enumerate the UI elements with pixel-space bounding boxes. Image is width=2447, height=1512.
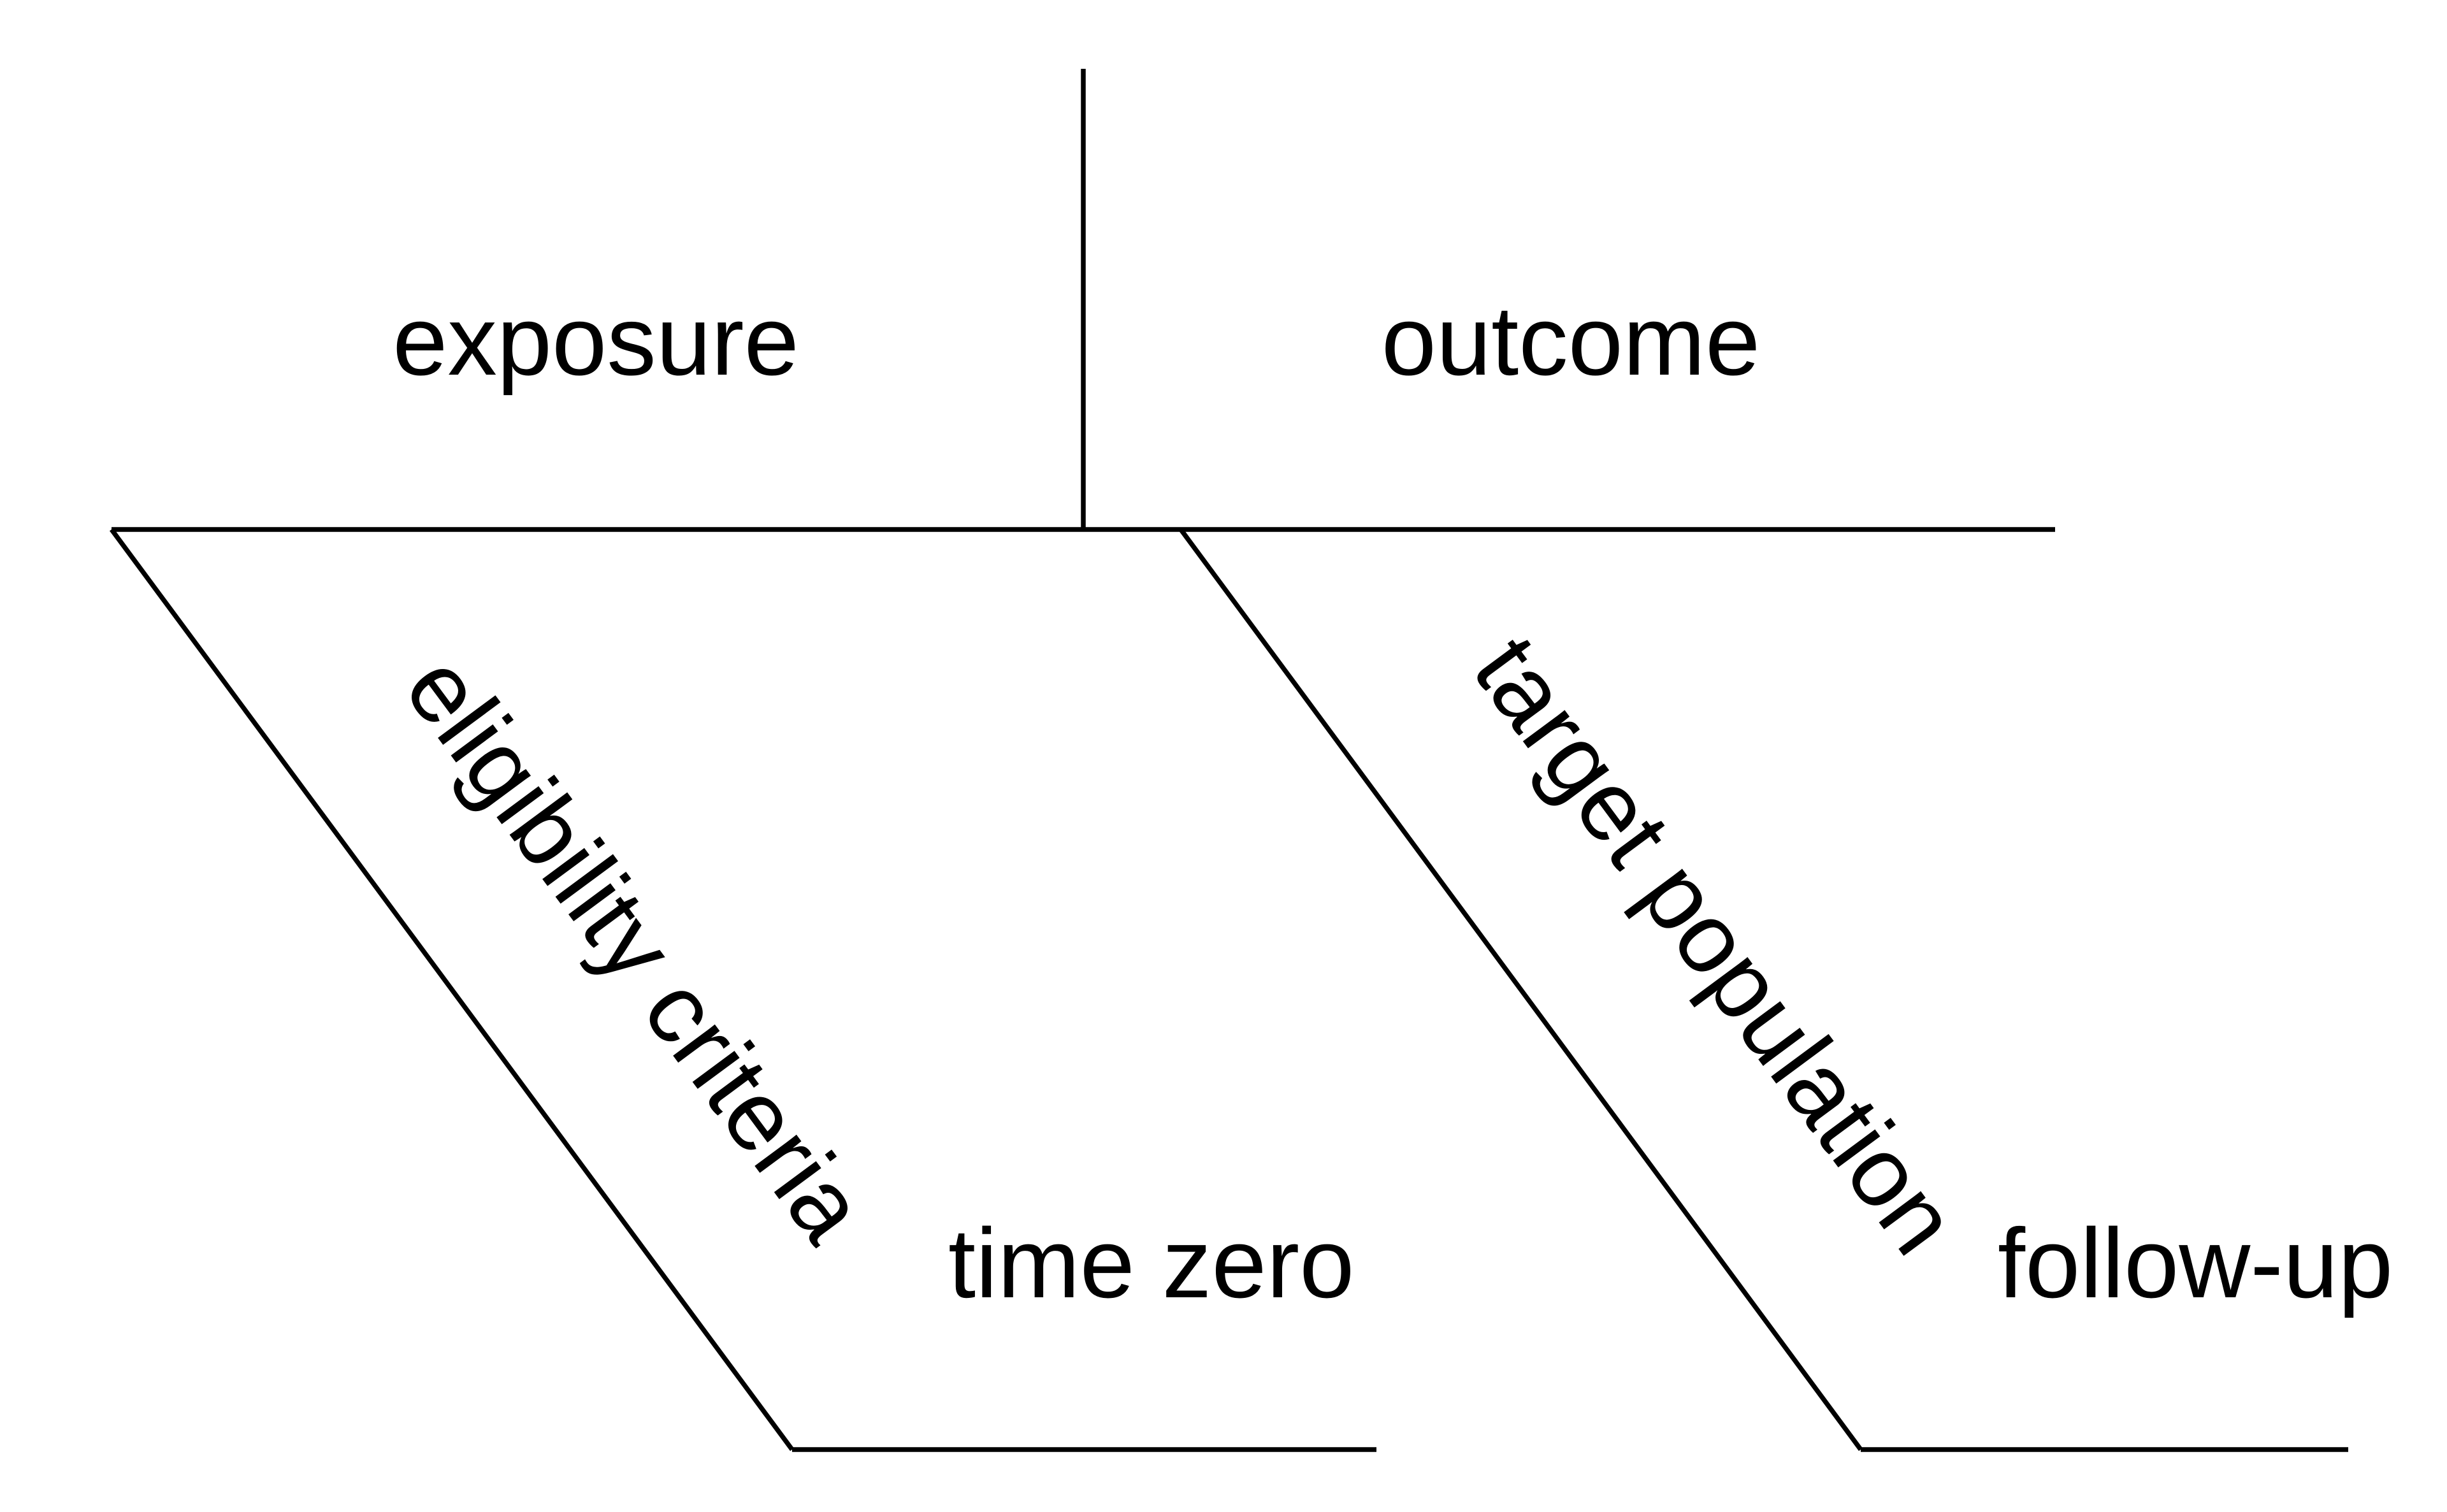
eligibility-criteria-label: eligibility criteria — [384, 635, 888, 1262]
left-slanted-branch-line — [109, 528, 795, 1451]
target-population-label: target population — [1453, 617, 1979, 1274]
outcome-label: outcome — [1382, 285, 1761, 396]
follow-up-label: follow-up — [1998, 1208, 2393, 1318]
exposure-label: exposure — [393, 285, 799, 396]
right-slanted-branch-line — [1178, 528, 1863, 1451]
time-zero-label: time zero — [948, 1208, 1354, 1318]
